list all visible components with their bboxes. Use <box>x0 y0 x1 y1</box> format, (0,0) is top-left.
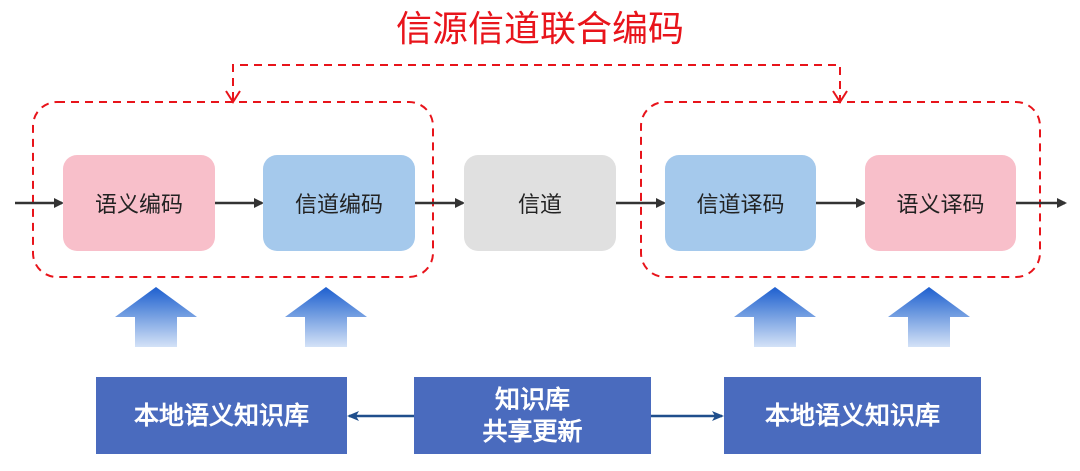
kb-support-arrow-channel-decoding-icon <box>734 287 816 347</box>
joint-source-channel-coding-title: 信源信道联合编码 <box>395 9 684 50</box>
semantic-encoding-label: 语义编码 <box>94 193 183 218</box>
local-semantic-kb-left-label: 本地语义知识库 <box>133 400 309 430</box>
channel-label: 信道 <box>517 193 562 218</box>
kb-shared-update-line2: 共享更新 <box>482 416 583 446</box>
kb-shared-update: 知识库 共享更新 <box>414 377 651 454</box>
channel-decoding-block: 信道译码 <box>665 155 816 251</box>
kb-support-arrow-semantic-encoding-icon <box>115 287 197 347</box>
local-semantic-kb-right-label: 本地语义知识库 <box>764 400 940 430</box>
semantic-encoding-block: 语义编码 <box>63 155 215 251</box>
local-semantic-kb-left: 本地语义知识库 <box>96 377 347 454</box>
kb-support-arrow-semantic-decoding-icon <box>888 287 970 347</box>
channel-encoding-block: 信道编码 <box>263 155 415 251</box>
local-semantic-kb-right: 本地语义知识库 <box>724 377 981 454</box>
joint-coding-bracket-line <box>232 64 841 100</box>
kb-shared-update-line1: 知识库 <box>494 384 570 414</box>
decoder-group-outline <box>640 101 1041 278</box>
channel-decoding-label: 信道译码 <box>696 193 785 218</box>
kb-support-arrow-channel-encoding-icon <box>285 287 367 347</box>
joint-coding-bracket <box>232 64 841 100</box>
channel-encoding-label: 信道编码 <box>294 193 383 218</box>
encoder-group-outline <box>32 101 434 278</box>
semantic-decoding-block: 语义译码 <box>865 155 1016 251</box>
channel-block: 信道 <box>464 155 616 251</box>
semantic-decoding-label: 语义译码 <box>896 193 985 218</box>
